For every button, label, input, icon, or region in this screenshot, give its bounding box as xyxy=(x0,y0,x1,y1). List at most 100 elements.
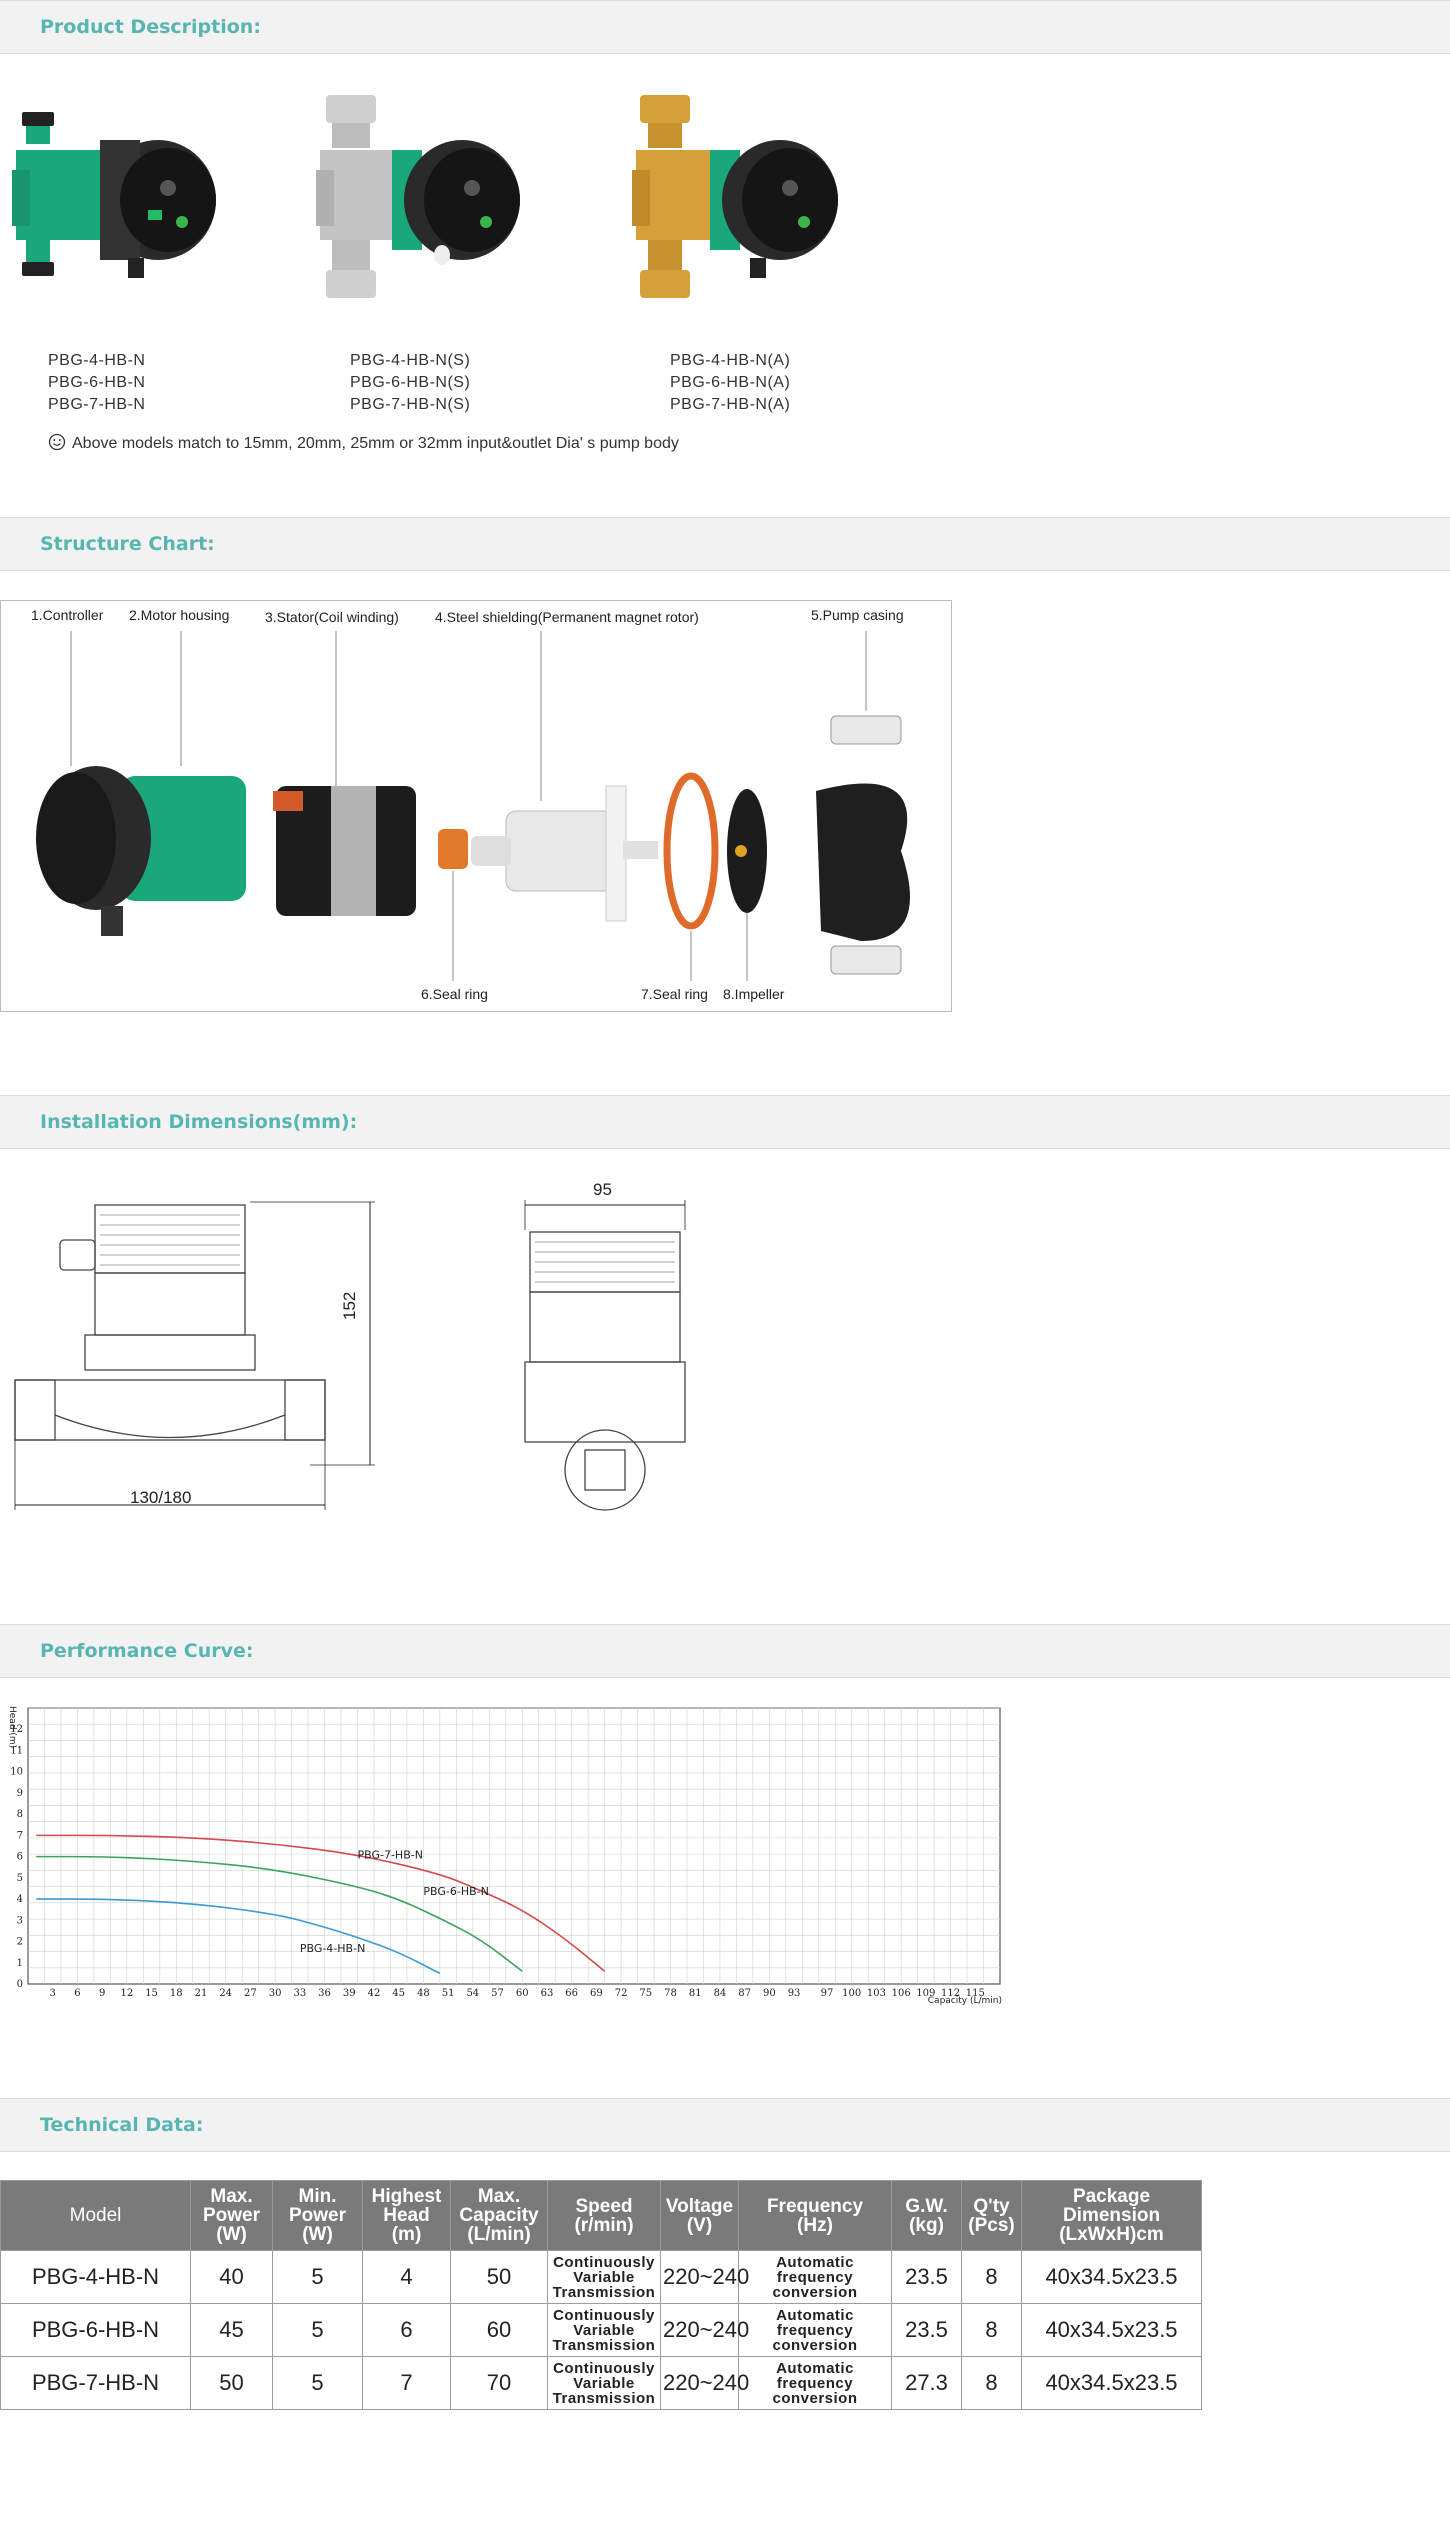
y-tick-label: 0 xyxy=(17,1979,23,1990)
model-name: PBG-6-HB-N(A) xyxy=(670,374,791,391)
label-pbg-7: PBG-7-HB-N xyxy=(357,1849,422,1862)
x-tick-label: 84 xyxy=(714,1988,727,1999)
y-tick-label: 12 xyxy=(10,1724,23,1735)
cell-head: 6 xyxy=(362,2303,451,2357)
x-tick-label: 42 xyxy=(368,1988,381,1999)
technical-drawing xyxy=(14,1200,686,1511)
header-model: Model xyxy=(0,2180,191,2251)
product-image-stainless xyxy=(312,90,542,350)
product-image-green xyxy=(8,90,238,350)
smiley-icon xyxy=(48,433,66,451)
label-pbg-4: PBG-4-HB-N xyxy=(300,1942,365,1955)
product-note: Above models match to 15mm, 20mm, 25mm o… xyxy=(48,433,679,453)
dimension-drawing: 152 130/180 95 xyxy=(0,1150,760,1530)
y-tick-label: 2 xyxy=(17,1937,23,1948)
cell-head: 4 xyxy=(362,2250,451,2304)
label-pump-casing: 5.Pump casing xyxy=(811,607,904,623)
x-tick-label: 63 xyxy=(541,1988,554,1999)
header-speed: Speed(r/min) xyxy=(547,2180,661,2251)
cell-gw: 27.3 xyxy=(891,2356,962,2410)
x-tick-label: 48 xyxy=(417,1988,430,1999)
x-tick-label: 115 xyxy=(966,1988,985,1999)
section-header-installation: Installation Dimensions(mm): xyxy=(0,1095,1450,1149)
model-name: PBG-4-HB-N(A) xyxy=(670,352,791,369)
cell-min-power: 5 xyxy=(272,2250,363,2304)
y-tick-label: 1 xyxy=(17,1958,23,1969)
y-axis-label: Head (m) xyxy=(7,1706,17,1748)
x-tick-label: 90 xyxy=(763,1988,776,1999)
cell-voltage: 220~240 xyxy=(660,2356,749,2410)
model-name: PBG-4-HB-N xyxy=(48,352,146,369)
cell-package: 40x34.5x23.5 xyxy=(1021,2356,1202,2410)
section-header-structure: Structure Chart: xyxy=(0,517,1450,571)
series-line xyxy=(36,1855,523,1972)
cell-max-power: 45 xyxy=(190,2303,273,2357)
cell-package: 40x34.5x23.5 xyxy=(1021,2250,1202,2304)
header-frequency: Frequency(Hz) xyxy=(738,2180,892,2251)
x-tick-label: 3 xyxy=(50,1988,56,1999)
cell-max-power: 50 xyxy=(190,2356,273,2410)
x-tick-label: 54 xyxy=(466,1988,479,1999)
header-max-power: Max.Power(W) xyxy=(190,2180,273,2251)
label-motor-housing: 2.Motor housing xyxy=(129,607,230,623)
y-tick-label: 7 xyxy=(17,1830,23,1841)
model-name: PBG-4-HB-N(S) xyxy=(350,352,471,369)
dim-width: 95 xyxy=(593,1180,612,1199)
model-name: PBG-6-HB-N(S) xyxy=(350,374,471,391)
label-controller: 1.Controller xyxy=(31,607,104,623)
x-tick-label: 33 xyxy=(293,1988,306,1999)
pump-icon xyxy=(632,95,838,298)
label-seal-ring-6: 6.Seal ring xyxy=(421,986,488,1002)
x-tick-label: 30 xyxy=(269,1988,282,1999)
performance-chart-svg: Head (m) Capacity (L/min) 01234567891011… xyxy=(7,1706,1002,2006)
label-seal-ring-7: 7.Seal ring xyxy=(641,986,708,1002)
exploded-view xyxy=(36,631,910,981)
y-tick-label: 11 xyxy=(10,1745,23,1756)
cell-voltage: 220~240 xyxy=(660,2250,749,2304)
cell-voltage: 220~240 xyxy=(660,2303,749,2357)
model-name: PBG-7-HB-N(S) xyxy=(350,396,471,413)
dim-height: 152 xyxy=(340,1291,359,1320)
x-tick-label: 9 xyxy=(99,1988,105,1999)
cell-capacity: 70 xyxy=(450,2356,548,2410)
x-tick-label: 109 xyxy=(916,1988,935,1999)
cell-gw: 23.5 xyxy=(891,2303,962,2357)
x-tick-label: 112 xyxy=(941,1988,960,1999)
x-tick-label: 45 xyxy=(392,1988,405,1999)
x-tick-label: 24 xyxy=(219,1988,232,1999)
dim-length: 130/180 xyxy=(130,1488,192,1507)
model-list: PBG-4-HB-N(S) PBG-6-HB-N(S) PBG-7-HB-N(S… xyxy=(350,350,470,416)
x-tick-label: 27 xyxy=(244,1988,257,1999)
x-tick-label: 36 xyxy=(318,1988,331,1999)
header-qty: Q'ty(Pcs) xyxy=(961,2180,1022,2251)
x-tick-label: 51 xyxy=(442,1988,455,1999)
cell-model: PBG-7-HB-N xyxy=(0,2356,191,2410)
x-tick-label: 75 xyxy=(639,1988,652,1999)
cell-capacity: 50 xyxy=(450,2250,548,2304)
label-stator: 3.Stator(Coil winding) xyxy=(265,609,399,625)
x-tick-label: 66 xyxy=(565,1988,578,1999)
x-tick-label: 93 xyxy=(788,1988,801,1999)
x-tick-label: 12 xyxy=(120,1988,133,1999)
section-title: Installation Dimensions(mm): xyxy=(40,1111,358,1133)
y-tick-label: 4 xyxy=(17,1894,23,1905)
model-name: PBG-6-HB-N xyxy=(48,374,146,391)
x-tick-label: 60 xyxy=(516,1988,529,1999)
y-tick-label: 6 xyxy=(17,1852,23,1863)
x-tick-label: 106 xyxy=(892,1988,911,1999)
model-list: PBG-4-HB-N(A) PBG-6-HB-N(A) PBG-7-HB-N(A… xyxy=(670,350,790,416)
x-tick-label: 103 xyxy=(867,1988,886,1999)
product-image-brass xyxy=(630,90,860,350)
x-tick-label: 97 xyxy=(821,1988,834,1999)
x-tick-label: 15 xyxy=(145,1988,158,1999)
model-list: PBG-4-HB-N PBG-6-HB-N PBG-7-HB-N xyxy=(48,350,145,416)
